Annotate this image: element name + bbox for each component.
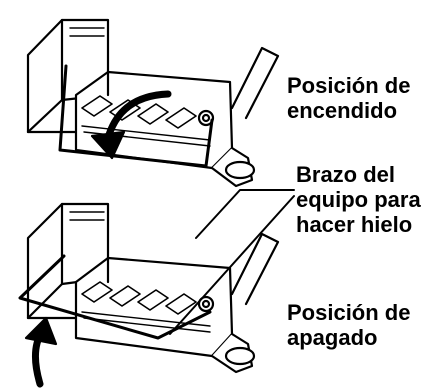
off-position-line-1: Posición de — [287, 300, 411, 325]
curved-arrow-up-icon — [24, 316, 58, 388]
ice-maker-arm-line-2: equipo para — [296, 187, 421, 212]
on-position-label: Posición de encendido — [287, 73, 410, 123]
on-position-line-1: Posición de — [287, 73, 411, 98]
ice-maker-bottom — [18, 202, 280, 374]
ice-maker-arm-line-3: hacer hielo — [296, 212, 413, 237]
ice-maker-top — [26, 18, 280, 188]
on-position-line-2: encendido — [287, 98, 398, 123]
off-position-line-2: apagado — [287, 325, 378, 350]
ice-maker-arm-label: Brazo del equipo para hacer hielo — [296, 162, 421, 237]
ice-maker-arm-line-1: Brazo del — [296, 162, 396, 187]
curved-arrow-down-icon — [90, 90, 172, 160]
off-position-label: Posición de apagado — [287, 300, 410, 350]
leader-lines — [169, 189, 295, 335]
